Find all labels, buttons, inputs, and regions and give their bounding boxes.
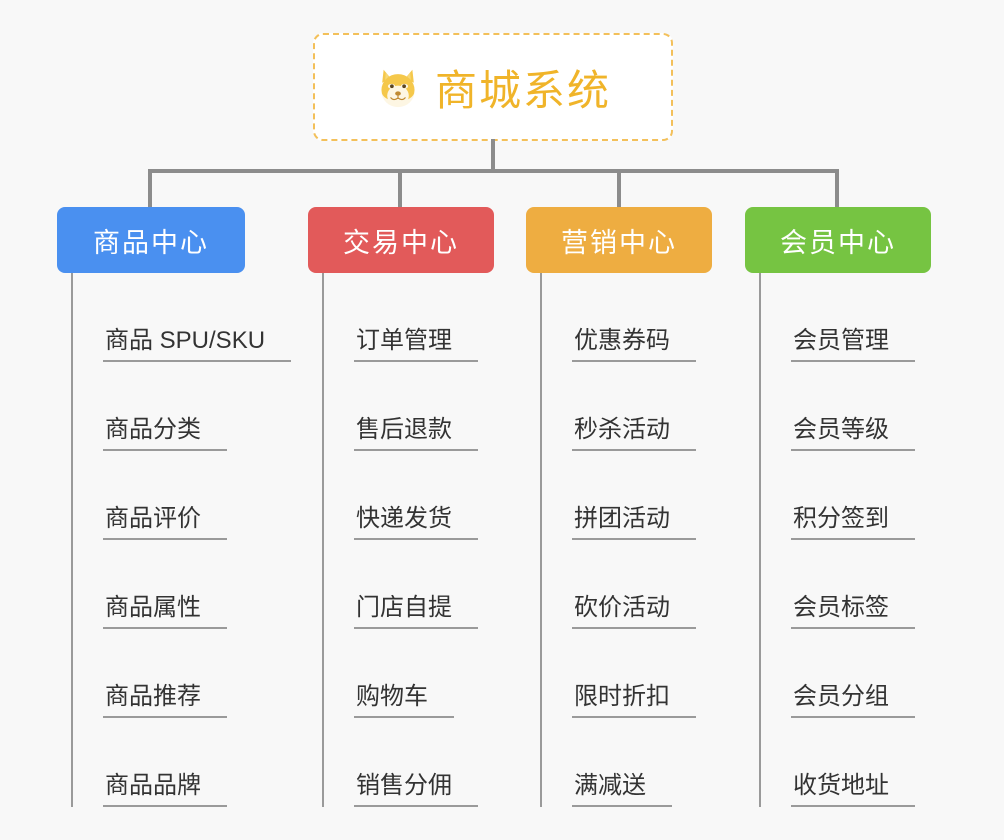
leaf-item-label: 会员管理 bbox=[791, 320, 915, 362]
leaf-list-product-center: 商品 SPU/SKU 商品分类 商品评价 商品属性 商品推荐 商品品牌 bbox=[71, 273, 307, 807]
leaf-item[interactable]: 订单管理 bbox=[324, 273, 538, 362]
leaf-item[interactable]: 会员标签 bbox=[761, 540, 975, 629]
root-node[interactable]: 商城系统 bbox=[313, 33, 673, 141]
connector-drop-trade-center bbox=[398, 169, 402, 209]
leaf-item[interactable]: 商品品牌 bbox=[73, 718, 307, 807]
leaf-item-label: 商品品牌 bbox=[103, 765, 227, 807]
leaf-list-marketing-center: 优惠券码 秒杀活动 拼团活动 砍价活动 限时折扣 满减送 bbox=[540, 273, 756, 807]
leaf-item[interactable]: 销售分佣 bbox=[324, 718, 538, 807]
dog-face-icon bbox=[375, 64, 421, 110]
leaf-item-label: 限时折扣 bbox=[572, 676, 696, 718]
connector-drop-marketing-center bbox=[617, 169, 621, 209]
leaf-item[interactable]: 商品评价 bbox=[73, 451, 307, 540]
leaf-item-label: 购物车 bbox=[354, 676, 454, 718]
leaf-list-member-center: 会员管理 会员等级 积分签到 会员标签 会员分组 收货地址 bbox=[759, 273, 975, 807]
category-header-marketing-center[interactable]: 营销中心 bbox=[526, 207, 712, 273]
connector-root-stem bbox=[491, 139, 495, 171]
leaf-item[interactable]: 会员分组 bbox=[761, 629, 975, 718]
leaf-item[interactable]: 商品 SPU/SKU bbox=[73, 273, 307, 362]
leaf-item[interactable]: 满减送 bbox=[542, 718, 756, 807]
leaf-item[interactable]: 砍价活动 bbox=[542, 540, 756, 629]
root-title: 商城系统 bbox=[434, 66, 611, 114]
connector-drop-member-center bbox=[835, 169, 839, 209]
leaf-item-label: 优惠券码 bbox=[572, 320, 696, 362]
leaf-item-label: 订单管理 bbox=[354, 320, 478, 362]
leaf-item-label: 销售分佣 bbox=[354, 765, 478, 807]
leaf-item[interactable]: 收货地址 bbox=[761, 718, 975, 807]
connector-bus-bar bbox=[148, 169, 839, 173]
leaf-list-trade-center: 订单管理 售后退款 快递发货 门店自提 购物车 销售分佣 bbox=[322, 273, 538, 807]
leaf-item[interactable]: 门店自提 bbox=[324, 540, 538, 629]
category-header-label: 交易中心 bbox=[343, 227, 459, 258]
leaf-item-label: 售后退款 bbox=[354, 409, 478, 451]
leaf-item-label: 商品属性 bbox=[103, 587, 227, 629]
category-header-label: 会员中心 bbox=[780, 227, 896, 258]
leaf-item-label: 门店自提 bbox=[354, 587, 478, 629]
category-header-product-center[interactable]: 商品中心 bbox=[57, 207, 245, 273]
leaf-item[interactable]: 快递发货 bbox=[324, 451, 538, 540]
category-header-label: 营销中心 bbox=[561, 227, 677, 258]
leaf-item-label: 商品分类 bbox=[103, 409, 227, 451]
leaf-item-label: 积分签到 bbox=[791, 498, 915, 540]
leaf-item-label: 快递发货 bbox=[354, 498, 478, 540]
column-marketing-center: 营销中心 优惠券码 秒杀活动 拼团活动 砍价活动 限时折扣 满减送 bbox=[526, 207, 756, 807]
leaf-item[interactable]: 商品属性 bbox=[73, 540, 307, 629]
leaf-item[interactable]: 商品分类 bbox=[73, 362, 307, 451]
leaf-item-label: 满减送 bbox=[572, 765, 672, 807]
column-member-center: 会员中心 会员管理 会员等级 积分签到 会员标签 会员分组 收货地址 bbox=[745, 207, 975, 807]
leaf-item[interactable]: 会员等级 bbox=[761, 362, 975, 451]
leaf-item-label: 拼团活动 bbox=[572, 498, 696, 540]
column-product-center: 商品中心 商品 SPU/SKU 商品分类 商品评价 商品属性 商品推荐 商品品牌 bbox=[57, 207, 307, 807]
leaf-item[interactable]: 商品推荐 bbox=[73, 629, 307, 718]
leaf-item[interactable]: 拼团活动 bbox=[542, 451, 756, 540]
leaf-item[interactable]: 购物车 bbox=[324, 629, 538, 718]
category-header-label: 商品中心 bbox=[93, 227, 209, 258]
leaf-item-label: 会员等级 bbox=[791, 409, 915, 451]
category-header-trade-center[interactable]: 交易中心 bbox=[308, 207, 494, 273]
leaf-item[interactable]: 售后退款 bbox=[324, 362, 538, 451]
leaf-item[interactable]: 限时折扣 bbox=[542, 629, 756, 718]
leaf-item-label: 收货地址 bbox=[791, 765, 915, 807]
leaf-item[interactable]: 积分签到 bbox=[761, 451, 975, 540]
leaf-item-label: 商品推荐 bbox=[103, 676, 227, 718]
leaf-item-label: 会员标签 bbox=[791, 587, 915, 629]
leaf-item-label: 砍价活动 bbox=[572, 587, 696, 629]
leaf-item[interactable]: 会员管理 bbox=[761, 273, 975, 362]
column-trade-center: 交易中心 订单管理 售后退款 快递发货 门店自提 购物车 销售分佣 bbox=[308, 207, 538, 807]
leaf-item-label: 会员分组 bbox=[791, 676, 915, 718]
leaf-item-label: 商品 SPU/SKU bbox=[103, 320, 292, 362]
category-header-member-center[interactable]: 会员中心 bbox=[745, 207, 931, 273]
connector-drop-product-center bbox=[148, 169, 152, 209]
leaf-item[interactable]: 秒杀活动 bbox=[542, 362, 756, 451]
leaf-item-label: 秒杀活动 bbox=[572, 409, 696, 451]
leaf-item-label: 商品评价 bbox=[103, 498, 227, 540]
leaf-item[interactable]: 优惠券码 bbox=[542, 273, 756, 362]
